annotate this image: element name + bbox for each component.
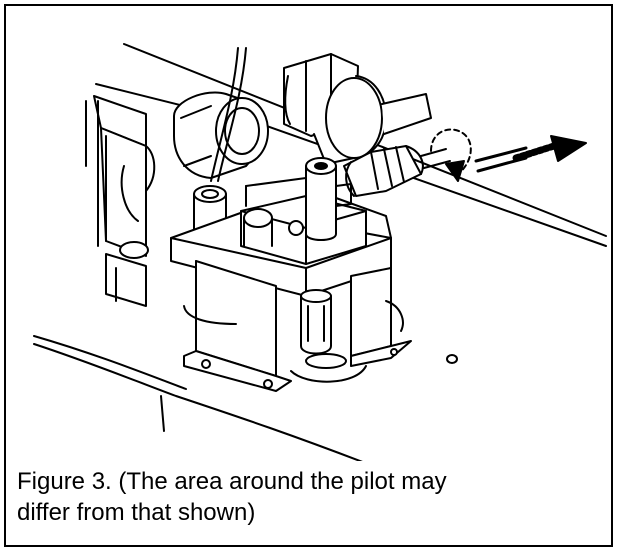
figure-frame: Figure 3. (The area around the pilot may…: [4, 4, 613, 547]
figure-caption: Figure 3. (The area around the pilot may…: [17, 466, 597, 528]
pilot-assembly-illustration: [33, 43, 607, 461]
thermocouple-wire: [210, 47, 247, 182]
mounting-plate: [183, 260, 292, 392]
left-coupling: [173, 91, 269, 179]
turn-arrow: [430, 128, 472, 182]
burner-tube: [290, 289, 367, 383]
left-bracket: [93, 95, 156, 307]
base-edge-lines: [33, 335, 363, 461]
right-bracket: [350, 267, 412, 367]
pilot-tube-nut: [343, 145, 451, 197]
caption-line-2: differ from that shown): [17, 499, 256, 526]
main-gas-fitting: [283, 53, 432, 165]
burner-opening: [183, 300, 458, 364]
pull-direction-arrow: [474, 135, 587, 173]
caption-line-1: Figure 3. (The area around the pilot may: [17, 468, 447, 495]
